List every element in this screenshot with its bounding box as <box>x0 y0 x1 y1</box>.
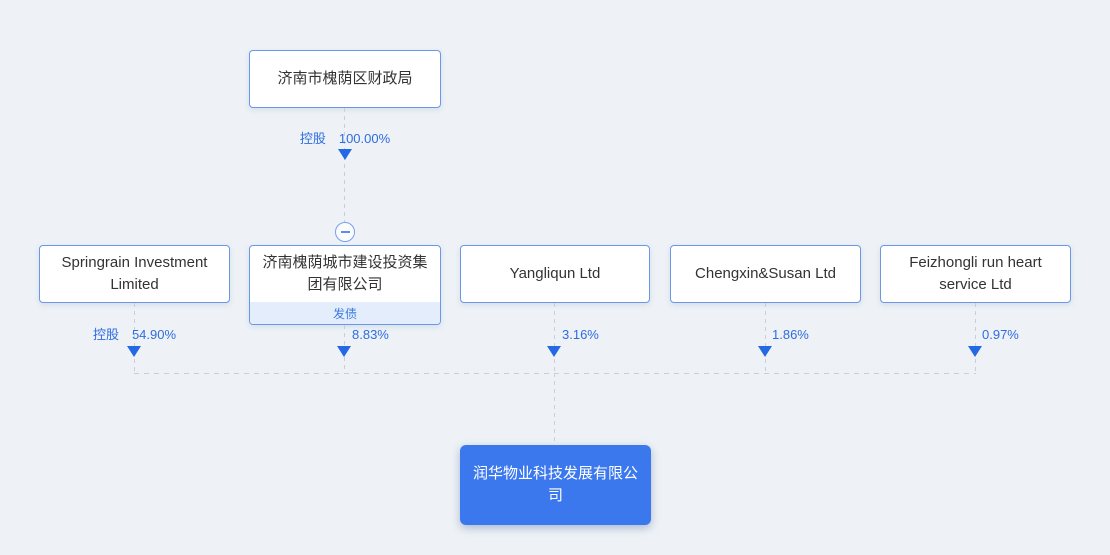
arrow-down-icon <box>127 346 141 357</box>
connector-vline <box>134 303 135 373</box>
percent-label: 3.16% <box>562 327 599 342</box>
arrow-down-icon <box>758 346 772 357</box>
percent-label: 0.97% <box>982 327 1019 342</box>
node-shareholder-4[interactable]: Chengxin&Susan Ltd <box>670 245 861 303</box>
arrow-down-icon <box>968 346 982 357</box>
arrow-down-icon <box>337 346 351 357</box>
ownership-label: 8.83% <box>352 327 389 343</box>
connector-vline <box>975 303 976 373</box>
shareholder-name: Feizhongli run heart service Ltd <box>909 254 1042 293</box>
percent-label: 8.83% <box>352 327 389 342</box>
percent-label: 1.86% <box>772 327 809 342</box>
connector-root-vline <box>344 108 345 222</box>
ownership-label: 0.97% <box>982 327 1019 343</box>
node-shareholder-5[interactable]: Feizhongli run heart service Ltd <box>880 245 1071 303</box>
connector-vline <box>765 303 766 373</box>
shareholder-name: 济南槐荫城市建设投资集团有限公司 <box>262 254 428 293</box>
bond-issuer-badge[interactable]: 发债 <box>250 302 440 324</box>
connector-hline <box>134 373 976 374</box>
ownership-label: 1.86% <box>772 327 809 343</box>
percent-label: 54.90% <box>131 327 177 342</box>
root-parent-name: 济南市槐荫区财政局 <box>277 70 413 88</box>
collapse-toggle[interactable] <box>335 222 355 242</box>
target-company-name: 润华物业科技发展有限公司 <box>472 465 638 504</box>
node-shareholder-2[interactable]: 济南槐荫城市建设投资集团有限公司 发债 <box>249 245 441 325</box>
root-percent-label: 100.00% <box>338 131 391 146</box>
root-relation-label: 控股 <box>299 131 326 146</box>
shareholder-name: Chengxin&Susan Ltd <box>695 265 836 283</box>
ownership-label: 3.16% <box>562 327 599 343</box>
shareholder-name: Yangliqun Ltd <box>509 265 601 283</box>
shareholder-name: Springrain Investment Limited <box>61 254 208 293</box>
root-ownership-label: 控股 100.00% <box>249 131 441 147</box>
minus-icon <box>340 231 350 233</box>
node-shareholder-3[interactable]: Yangliqun Ltd <box>460 245 650 303</box>
connector-target-vline <box>554 373 555 445</box>
node-target-company[interactable]: 润华物业科技发展有限公司 <box>460 445 651 525</box>
arrow-down-icon <box>547 346 561 357</box>
node-shareholder-1[interactable]: Springrain Investment Limited <box>39 245 230 303</box>
node-root-parent[interactable]: 济南市槐荫区财政局 <box>249 50 441 108</box>
connector-vline <box>554 303 555 373</box>
root-arrow-down-icon <box>338 149 352 160</box>
relation-label: 控股 <box>92 327 119 342</box>
ownership-label: 控股 54.90% <box>39 327 230 343</box>
